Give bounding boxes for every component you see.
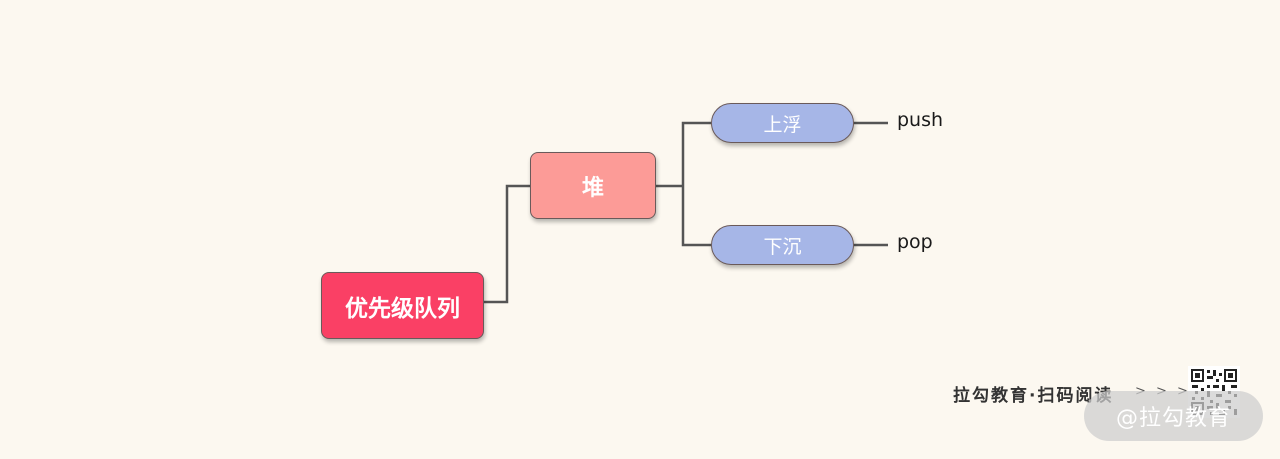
root-node-priority-queue: 优先级队列 <box>321 272 484 339</box>
connector-heap-to-down <box>681 186 711 247</box>
branch-node-float-up: 上浮 <box>711 103 854 143</box>
connector-heap-to-up <box>681 121 711 186</box>
connector-root-to-heap <box>484 184 530 304</box>
branch-node-label: 上浮 <box>763 113 802 136</box>
leaf-label-pop: pop <box>897 231 933 253</box>
child-node-label: 堆 <box>581 175 604 201</box>
leaf-label-push: push <box>897 109 944 131</box>
footer-brand-text: 拉勾教育·扫码阅读 <box>953 386 1114 406</box>
watermark-badge: @拉勾教育 <box>1084 391 1263 441</box>
root-node-label: 优先级队列 <box>345 295 460 322</box>
child-node-heap: 堆 <box>530 152 656 219</box>
branch-node-sink-down: 下沉 <box>711 225 854 265</box>
watermark-text: @拉勾教育 <box>1115 406 1231 431</box>
branch-node-label: 下沉 <box>763 235 802 258</box>
